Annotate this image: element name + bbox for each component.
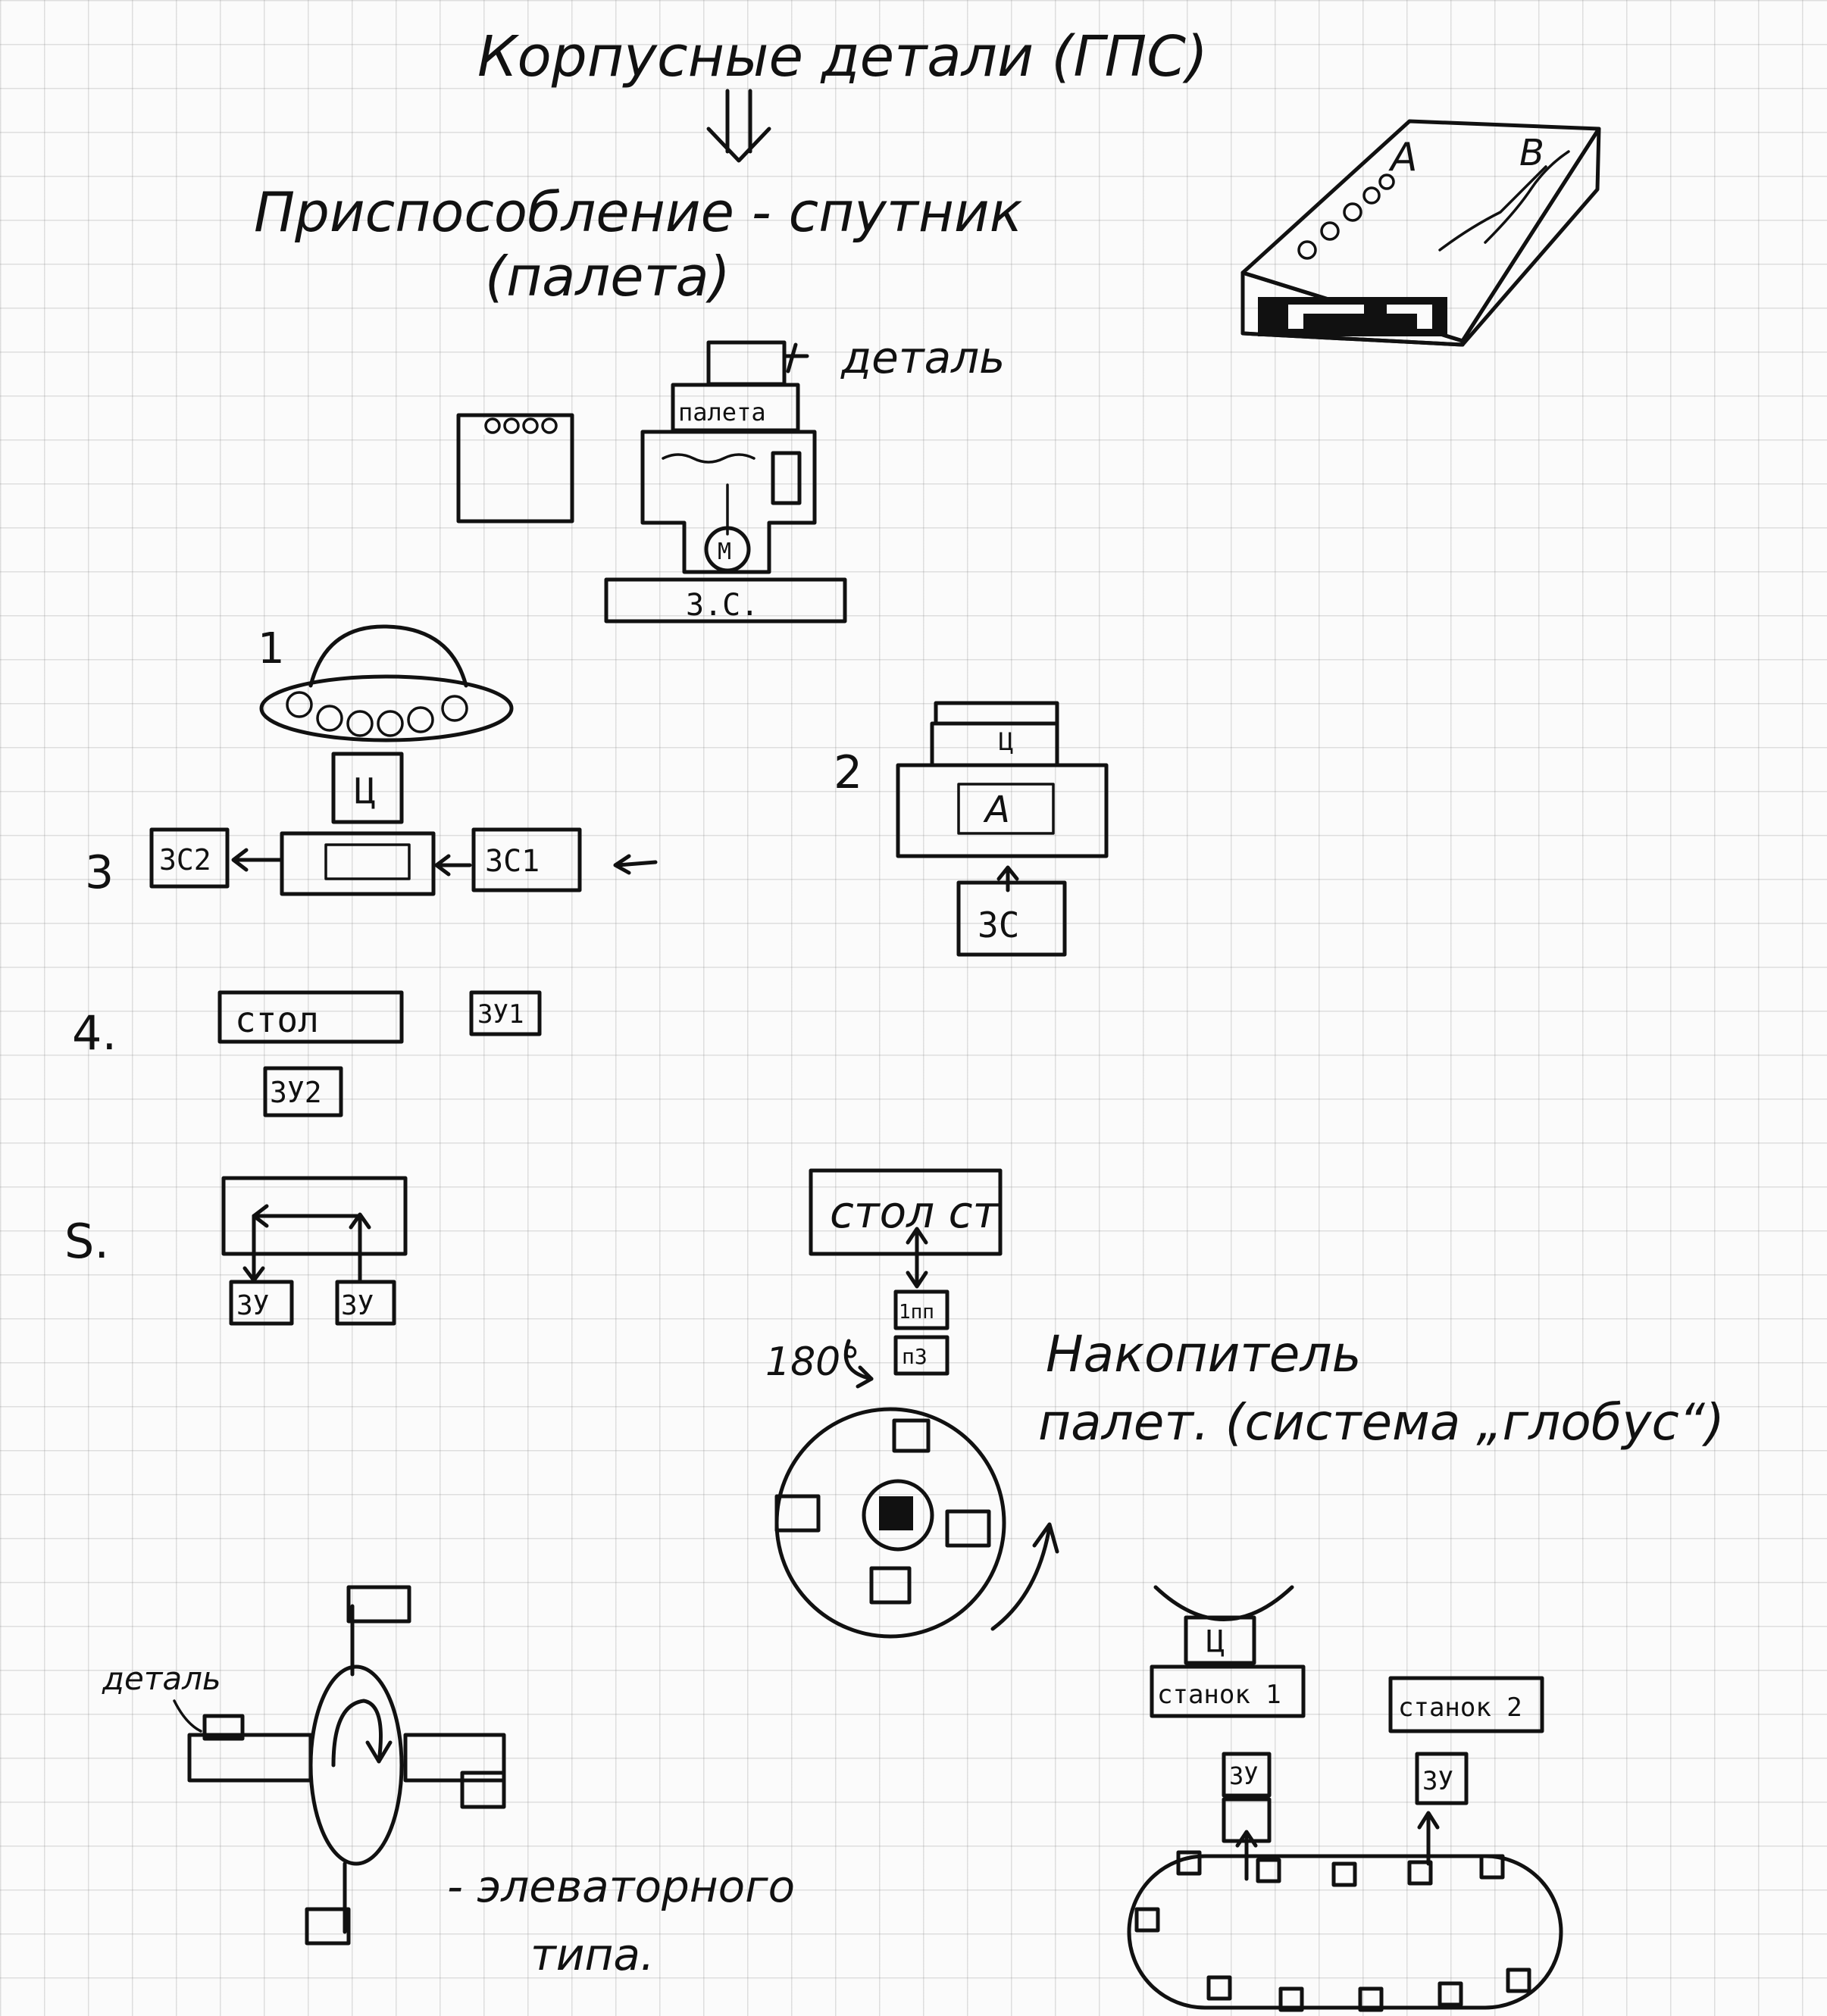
scheme-3-right-label: 3С1 xyxy=(485,844,540,879)
block-label-a: А xyxy=(1388,135,1418,180)
scheme-4-number: 4. xyxy=(72,1005,117,1061)
fixture-sketch: деталь палета М З.С. xyxy=(456,332,1005,624)
scheme-4-table xyxy=(217,990,404,1044)
storage-pos2-label: п3 xyxy=(902,1344,928,1369)
conveyor-center-label: Ц xyxy=(1206,1624,1225,1659)
page-title: Корпусные детали (ГПС) xyxy=(477,24,1208,89)
scheme-5-left-label: ЗУ xyxy=(236,1290,269,1321)
elevator-caption-line-2: типа. xyxy=(530,1929,654,1980)
elevator-caption-line-1: - элеваторного xyxy=(447,1861,795,1912)
machine-body xyxy=(640,430,817,574)
elevator-body xyxy=(308,1664,404,1866)
scheme-1-ts-label: Ц xyxy=(355,770,376,811)
scheme-5-right-label: ЗУ xyxy=(341,1290,374,1321)
scheme-4-table-label: стол xyxy=(235,999,319,1040)
conveyor-zu2-label: ЗУ xyxy=(1422,1766,1453,1796)
scheme-2-sc-box xyxy=(956,880,1067,957)
scheme-2-number: 2 xyxy=(834,746,862,799)
scheme-4-zu2-label: ЗУ2 xyxy=(270,1076,322,1109)
storage-pos1-label: 1пп xyxy=(899,1301,934,1324)
scheme-2-table xyxy=(896,763,1109,858)
scheme-1: 1 Ц xyxy=(258,624,514,824)
scheme-5: S. ЗУ ЗУ xyxy=(64,1176,408,1326)
pallet-label: палета xyxy=(678,398,766,427)
scheme-5-table xyxy=(221,1176,408,1256)
ts-column xyxy=(331,752,404,824)
subtitle-line-2: (палета) xyxy=(485,245,730,308)
scheme-4-zu1-label: ЗУ1 xyxy=(477,999,524,1030)
scheme-3-left-label: 3С2 xyxy=(159,843,211,877)
machine-1-box xyxy=(1150,1664,1306,1718)
saucer-dome xyxy=(308,624,468,688)
scheme-2-sc-label: 3С xyxy=(978,905,1019,945)
storage-angle-label: 180° xyxy=(765,1339,860,1385)
down-arrow-icon xyxy=(706,89,771,163)
pallet-storage-globe: стол ст 1пп п3 180° Накопитель палет. (с… xyxy=(765,1168,1725,1639)
storage-title-line-2: палет. (система „глобус“) xyxy=(1038,1393,1725,1452)
elevator-storage: деталь - элеваторного типа. xyxy=(102,1585,795,1980)
detail-box xyxy=(706,340,787,386)
scheme-3-center-box xyxy=(280,831,436,896)
block-label-b: В xyxy=(1519,132,1544,174)
elevator-detail-label: деталь xyxy=(102,1660,221,1697)
storage-table xyxy=(809,1168,1003,1256)
scheme-3-number: 3 xyxy=(85,846,114,899)
side-block xyxy=(456,413,574,524)
scheme-2: 2 Ц А 3С xyxy=(834,701,1109,957)
conveyor-system: Ц станок 1 станок 2 ЗУ ЗУ xyxy=(1127,1585,1563,2012)
motor-label: М xyxy=(718,539,731,565)
scheme-1-number: 1 xyxy=(258,624,285,674)
pallet-3d-block: А В xyxy=(1240,119,1601,347)
subtitle-line-1: Приспособление - спутник xyxy=(254,180,1022,244)
scheme-2-ts-label: Ц xyxy=(999,727,1013,756)
motor-circle xyxy=(704,526,751,573)
machine-1-label: станок 1 xyxy=(1157,1680,1281,1710)
scheme-2-part-label: А xyxy=(983,789,1010,831)
scheme-4: 4. стол ЗУ1 ЗУ2 xyxy=(72,990,542,1117)
base-label: З.С. xyxy=(686,588,759,623)
conveyor-loop xyxy=(1127,1854,1563,2010)
scheme-3: 3 3С2 3С1 xyxy=(85,827,658,899)
detail-label: деталь xyxy=(840,332,1005,383)
machine-2-label: станок 2 xyxy=(1398,1693,1522,1723)
saucer-disc xyxy=(259,674,514,742)
storage-title-line-1: Накопитель xyxy=(1046,1325,1362,1383)
base-box xyxy=(604,577,847,624)
conveyor-zu1-label: ЗУ xyxy=(1229,1761,1259,1790)
machine-2-box xyxy=(1388,1676,1544,1733)
scheme-5-number: S. xyxy=(64,1214,109,1269)
